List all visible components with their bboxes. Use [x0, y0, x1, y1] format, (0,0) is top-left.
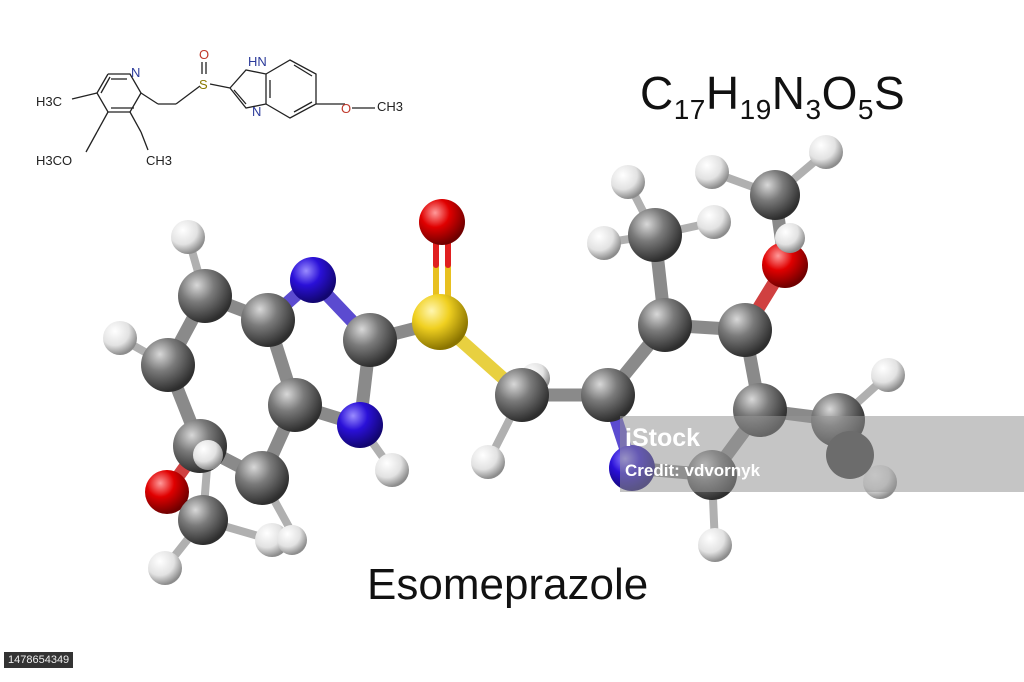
watermark-band [620, 416, 1024, 492]
carbon-atom [718, 303, 772, 357]
hydrogen-atom [103, 321, 137, 355]
molecular-formula: C17H19N3O5S [640, 66, 906, 124]
formula-o-count: 5 [857, 94, 874, 125]
label-n-pyridine: N [131, 65, 140, 80]
oxygen-atom [762, 242, 808, 288]
carbon-atom [343, 313, 397, 367]
carbon-atom [750, 170, 800, 220]
carbon-atom [581, 368, 635, 422]
ball-stick-atoms [103, 135, 905, 585]
carbon-atom [628, 208, 682, 262]
label-ch3-bottom: CH3 [146, 153, 172, 168]
hydrogen-atom [695, 155, 729, 189]
stock-id-badge: 1478654349 [4, 652, 74, 668]
skeletal-labels: H3C H3CO CH3 N S O HN N O CH3 [36, 47, 403, 168]
label-ch3-right: CH3 [377, 99, 403, 114]
oxygen-atom [419, 199, 465, 245]
skeletal-formula [71, 59, 375, 153]
nitrogen-atom [337, 402, 383, 448]
carbon-atom [241, 293, 295, 347]
nitrogen-atom [290, 257, 336, 303]
carbon-atom [268, 378, 322, 432]
formula-n-count: 3 [805, 94, 822, 125]
hydrogen-atom [698, 528, 732, 562]
oxygen-atom [145, 470, 189, 514]
label-oxygen-sulfoxide: O [199, 47, 209, 62]
label-o-methoxy: O [341, 101, 351, 116]
hydrogen-atom [809, 135, 843, 169]
hydrogen-atom [375, 453, 409, 487]
hydrogen-atom [148, 551, 182, 585]
carbon-atom [141, 338, 195, 392]
label-n-benzimidazole: N [252, 104, 261, 119]
carbon-atom [178, 495, 228, 545]
formula-h: H [705, 67, 740, 119]
hydrogen-atom [697, 205, 731, 239]
formula-s: S [873, 67, 906, 119]
label-ome-left: H3CO [36, 153, 72, 168]
hydrogen-atom [871, 358, 905, 392]
formula-c-count: 17 [673, 94, 706, 125]
watermark-brand: iStock [625, 424, 701, 452]
hydrogen-atom [471, 445, 505, 479]
label-ch3-left: H3C [36, 94, 62, 109]
sulfur-atom [412, 294, 468, 350]
formula-c: C [640, 67, 674, 119]
hydrogen-atom [171, 220, 205, 254]
hydrogen-atom [587, 226, 621, 260]
watermark-credit: Credit: vdvornyk [625, 461, 761, 480]
formula-o: O [821, 67, 858, 119]
hydrogen-atom [277, 525, 307, 555]
label-sulfur: S [199, 77, 208, 92]
hydrogen-atom [775, 223, 805, 253]
carbon-atom [495, 368, 549, 422]
carbon-atom [178, 269, 232, 323]
carbon-atom [235, 451, 289, 505]
carbon-atom [638, 298, 692, 352]
compound-name: Esomeprazole [367, 560, 649, 609]
hydrogen-atom [611, 165, 645, 199]
formula-n: N [771, 67, 806, 119]
hydrogen-atom [193, 440, 223, 470]
label-nh: HN [248, 54, 267, 69]
formula-h-count: 19 [739, 94, 772, 125]
